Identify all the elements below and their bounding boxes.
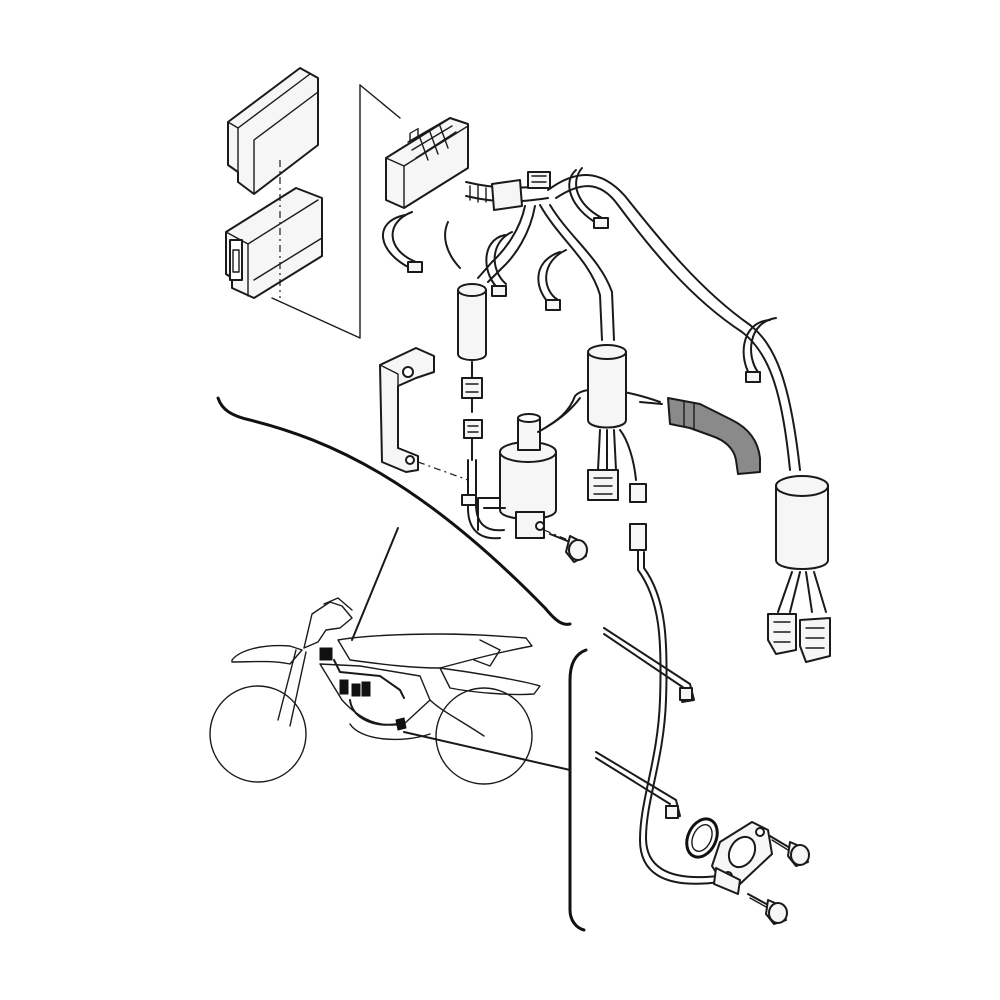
callout-bracket-line (359, 84, 401, 119)
rectifier-regulator (767, 475, 831, 663)
sensor-location-marker (395, 717, 407, 731)
cable-tie (603, 627, 695, 703)
callout-frame-line (216, 396, 572, 626)
wire-harness (461, 459, 505, 540)
coil-bolt (543, 529, 588, 563)
spark-plug-cap (639, 397, 761, 475)
rectifier-regulator (587, 344, 647, 503)
cdi-location-marker (319, 647, 333, 661)
mounting-bracket (379, 347, 469, 481)
callout-frame-line (568, 648, 588, 932)
harness-band (381, 211, 461, 273)
ignition-coil (477, 388, 661, 539)
wire-harness (629, 523, 721, 885)
leader-line (351, 527, 399, 641)
callout-bracket-line (271, 84, 361, 339)
main-connector (385, 117, 469, 209)
sensor-plate (711, 821, 773, 895)
motorcycle-location-view (209, 597, 541, 785)
cable-tie (595, 751, 681, 819)
leader-line (403, 731, 571, 771)
rectifier-regulator (457, 283, 487, 461)
cdi-unit (225, 187, 323, 299)
cdi-unit-cover (227, 67, 319, 195)
wire-harness (465, 171, 801, 471)
screw (747, 893, 788, 925)
harness-band (537, 249, 567, 311)
harness-band (568, 167, 609, 229)
screw (769, 835, 810, 867)
harness-band (485, 231, 513, 297)
harness-band (742, 317, 777, 383)
o-ring (685, 817, 719, 859)
